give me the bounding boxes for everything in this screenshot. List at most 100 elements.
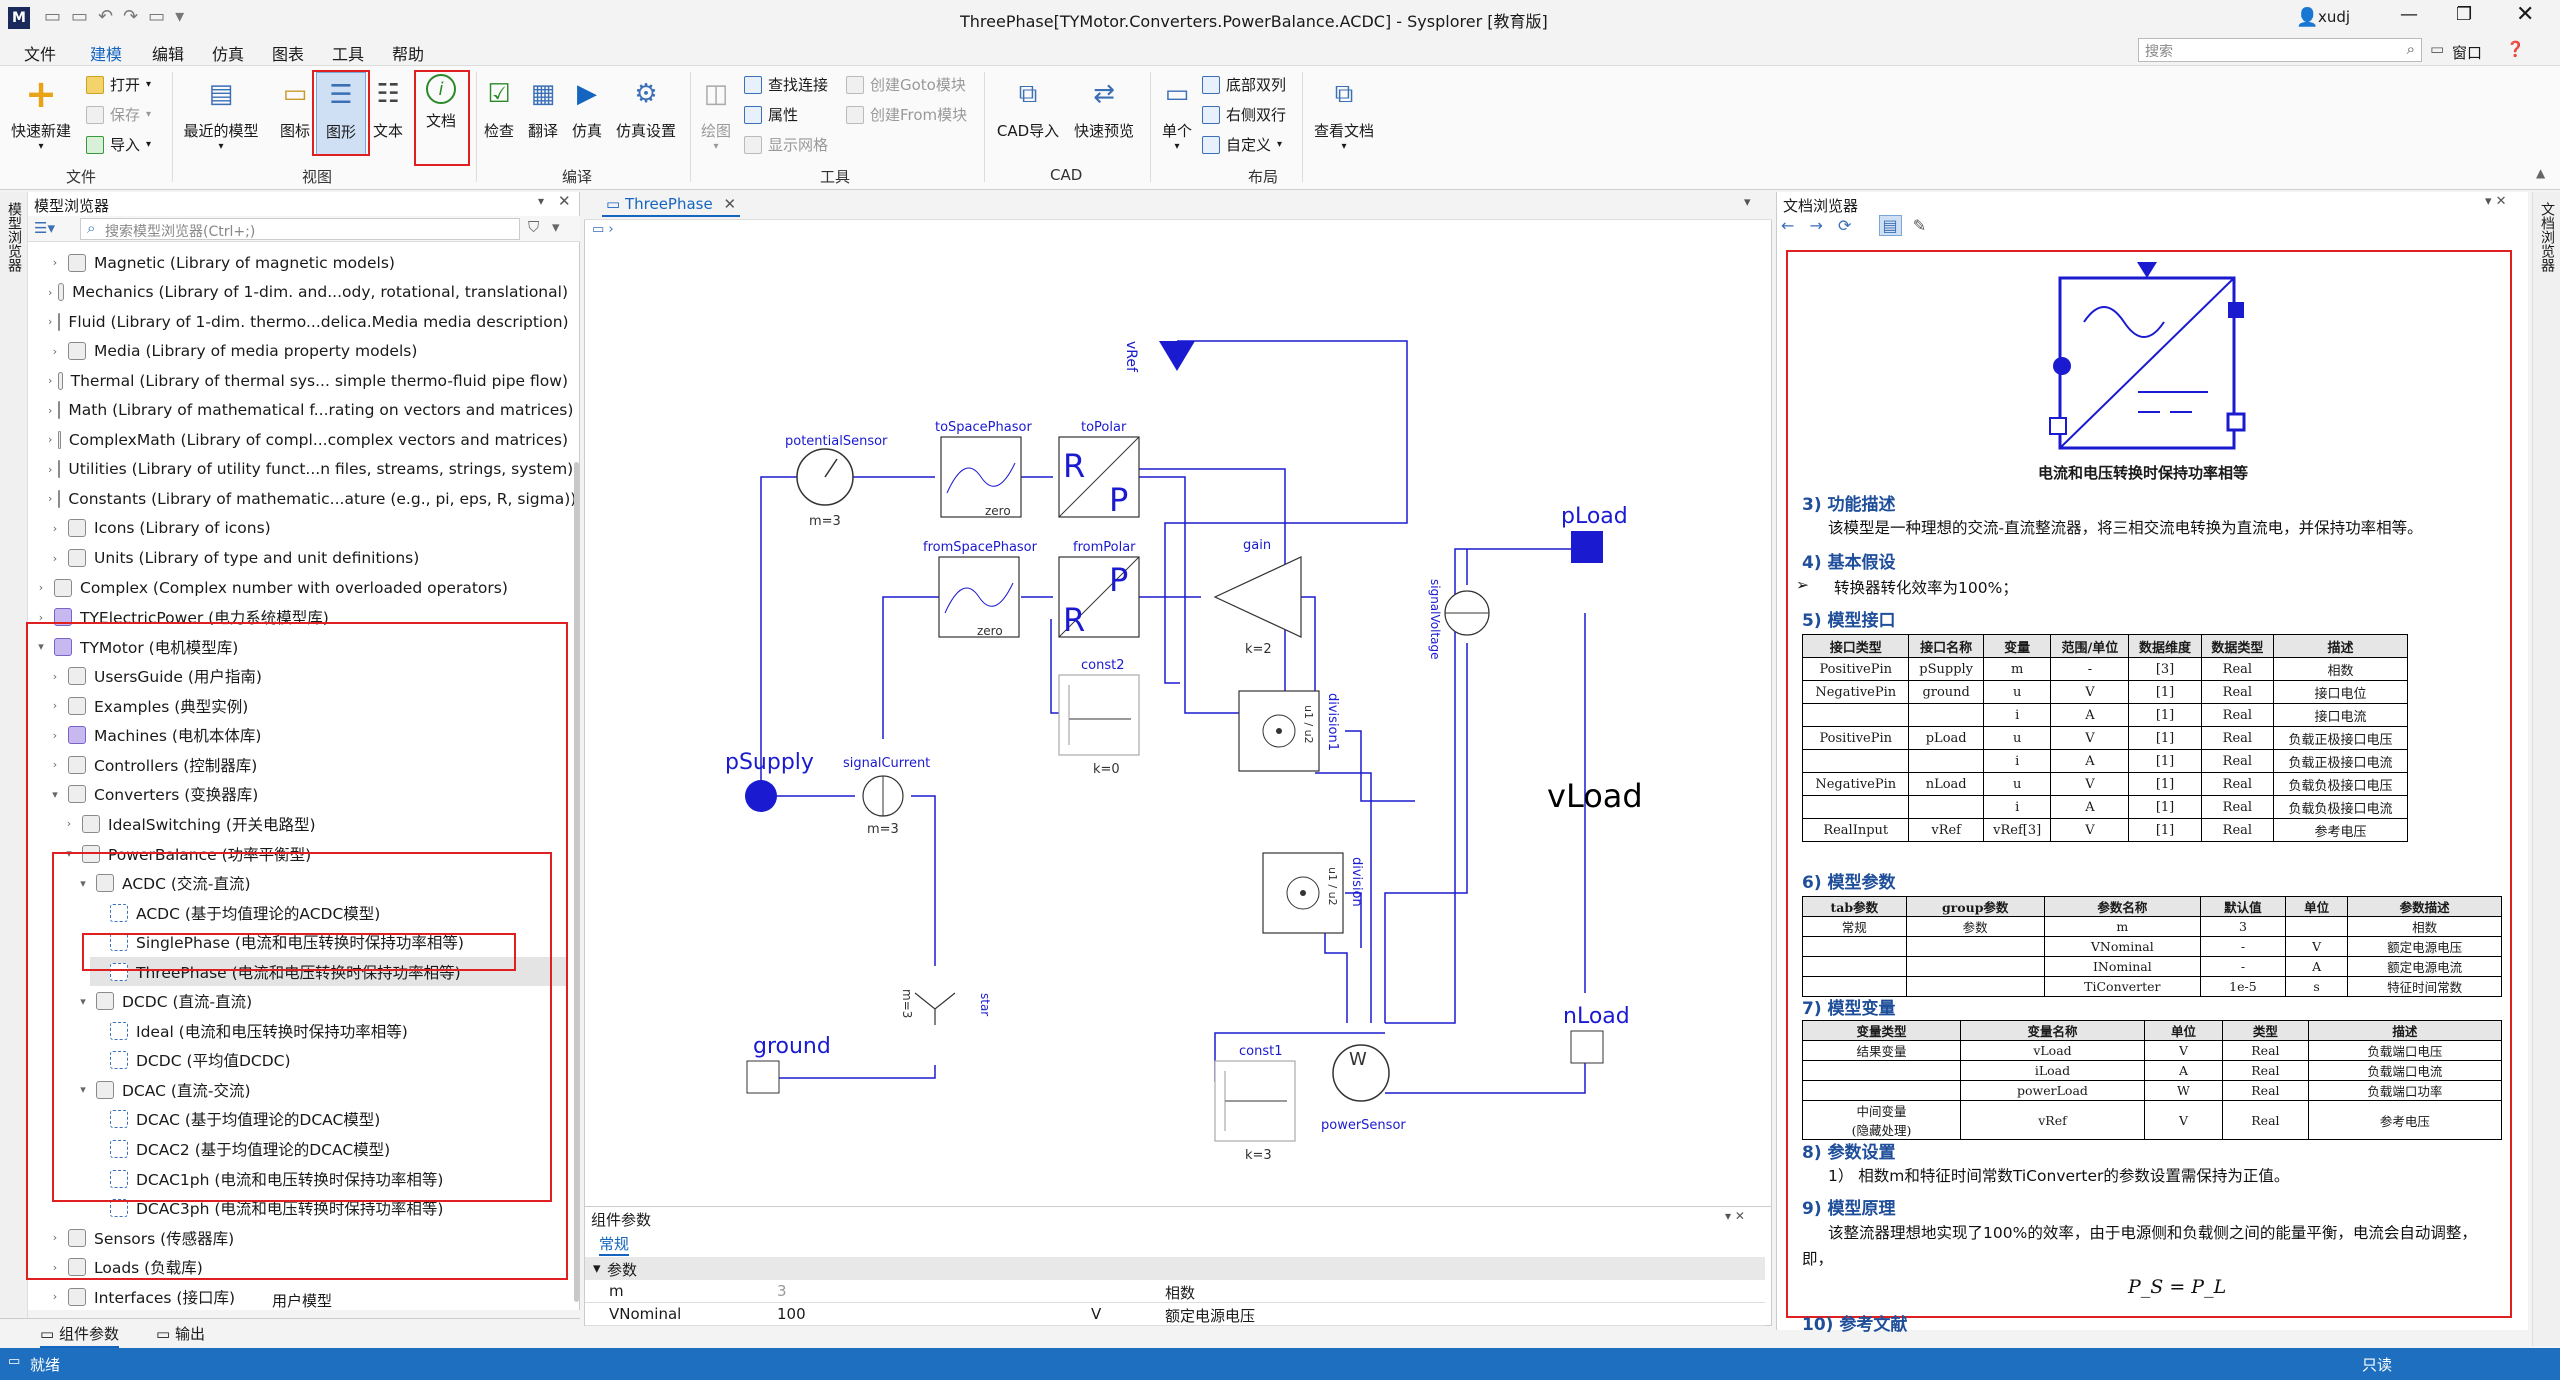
create-from-button[interactable]: 创建From模块 [846, 104, 967, 125]
tree-item[interactable]: ›Icons (Library of icons) [48, 514, 568, 543]
chevron-right-icon[interactable]: › [52, 256, 58, 269]
window-menu[interactable]: 窗口 [2452, 44, 2483, 62]
chevron-right-icon[interactable]: › [52, 1290, 58, 1304]
tree-item[interactable]: ›Math (Library of mathematical f...ratin… [48, 396, 573, 425]
tab-threephase[interactable]: ▭ ThreePhase ✕ [602, 195, 741, 217]
left-strip-label[interactable]: 模型浏览器 [6, 202, 22, 272]
collapse-ribbon-icon[interactable]: ▲ [2536, 166, 2546, 180]
params-tab-general[interactable]: 常规 [599, 1233, 630, 1256]
chevron-right-icon[interactable]: › [48, 374, 53, 388]
params-collapse-icon[interactable]: ▾ ✕ [1725, 1209, 1745, 1223]
user-icon[interactable]: 👤 [2296, 7, 2319, 28]
chevron-right-icon[interactable]: › [52, 521, 58, 535]
search-icon[interactable]: ⌕ [2406, 40, 2415, 58]
chevron-right-icon[interactable]: › [48, 462, 53, 476]
tree-item[interactable]: DCAC (基于均值理论的DCAC模型) [90, 1105, 568, 1134]
chevron-down-icon[interactable]: ▾ [38, 640, 44, 654]
tree-item[interactable]: SinglePhase (电流和电压转换时保持功率相等) [90, 928, 568, 957]
tree-item[interactable]: ▾TYMotor (电机模型库) [34, 632, 568, 661]
quick-preview-button[interactable]: ⇄ 快速预览 [1066, 74, 1142, 141]
tree-item[interactable]: ›Controllers (控制器库) [48, 750, 568, 779]
list-view-icon[interactable]: ☰▾ [34, 219, 55, 237]
tree-item[interactable]: DCAC1ph (电流和电压转换时保持功率相等) [90, 1164, 568, 1193]
simulate-button[interactable]: ▶ 仿真 [562, 74, 612, 141]
tree-item[interactable]: ›Media (Library of media property models… [48, 337, 568, 366]
chevron-right-icon[interactable]: › [52, 728, 58, 742]
menu-chart[interactable]: 图表 [272, 45, 305, 64]
chevron-right-icon[interactable]: › [52, 1231, 58, 1245]
tree-item[interactable]: DCAC3ph (电流和电压转换时保持功率相等) [90, 1194, 568, 1223]
tree-item[interactable]: ▾DCDC (直流-直流) [76, 987, 568, 1016]
menu-edit[interactable]: 编辑 [152, 45, 185, 64]
single-layout-button[interactable]: ▭ 单个▾ [1152, 74, 1202, 152]
tab-output[interactable]: ▭ 输出 [156, 1325, 205, 1343]
chevron-right-icon[interactable]: › [38, 610, 44, 624]
more-tabs-icon[interactable]: ▾ [1744, 195, 1751, 210]
tree-item[interactable]: ›Units (Library of type and unit definit… [48, 544, 568, 573]
chevron-right-icon[interactable]: › [66, 817, 72, 831]
view-doc-button[interactable]: ⧉ 查看文档▾ [1306, 74, 1382, 153]
tree-item[interactable]: ACDC (基于均值理论的ACDC模型) [90, 898, 568, 927]
model-diagram[interactable]: vRef potentialSensor m=3 toSpacePhasor z… [585, 193, 1771, 1209]
tree-item[interactable]: ▾DCAC (直流-交流) [76, 1075, 568, 1104]
recent-models-button[interactable]: ▤ 最近的模型▾ [178, 74, 264, 152]
custom-layout-button[interactable]: 自定义▾ [1202, 134, 1282, 155]
quick-access-toolbar[interactable]: ▭▭↶↷▭▾ [44, 6, 195, 27]
sim-settings-button[interactable]: ⚙ 仿真设置 [608, 74, 684, 141]
tree-item[interactable]: ›ComplexMath (Library of compl...complex… [48, 425, 568, 454]
draw-button[interactable]: ◫ 绘图▾ [694, 74, 738, 152]
chevron-right-icon[interactable]: › [48, 492, 53, 506]
tree-item[interactable]: ›Interfaces (接口库) [48, 1282, 568, 1311]
chevron-down-icon[interactable]: ▾ [80, 876, 86, 890]
chevron-right-icon[interactable]: › [52, 344, 58, 358]
back-icon[interactable]: ← [1781, 216, 1795, 235]
menu-simulation[interactable]: 仿真 [212, 45, 245, 64]
right-dual-button[interactable]: 右侧双行 [1202, 104, 1286, 125]
tree-item[interactable]: ›Machines (电机本体库) [48, 721, 568, 750]
chevron-down-icon[interactable]: ▾ [80, 994, 86, 1008]
chevron-right-icon[interactable]: › [48, 433, 53, 447]
chevron-right-icon[interactable]: › [52, 551, 58, 565]
tab-component-params[interactable]: ▭ 组件参数 [40, 1323, 119, 1348]
open-button[interactable]: 打开▾ [86, 74, 151, 95]
param-row-vnominal[interactable]: VNominal 100 V 额定电源电压 [585, 1303, 1765, 1326]
edit-doc-icon[interactable]: ✎ [1912, 216, 1927, 235]
search-box[interactable]: 搜索 ⌕ [2138, 38, 2422, 62]
create-goto-button[interactable]: 创建Goto模块 [846, 74, 966, 95]
tree-item[interactable]: ›Complex (Complex number with overloaded… [34, 573, 568, 602]
tree-item[interactable]: ›Magnetic (Library of magnetic models) [48, 248, 568, 277]
import-button[interactable]: 导入▾ [86, 134, 151, 155]
chevron-right-icon[interactable]: › [52, 699, 58, 713]
doc-panel-menu-icon[interactable]: ▾ ✕ [2485, 194, 2507, 209]
icon-view-button[interactable]: ▭ 图标 [272, 74, 318, 141]
text-view-button[interactable]: ☷ 文本 [366, 74, 410, 141]
doc-view-icon[interactable]: ▤ [1878, 215, 1902, 236]
menu-help[interactable]: 帮助 [392, 45, 425, 64]
tree-item[interactable]: ›Mechanics (Library of 1-dim. and...ody,… [48, 278, 568, 307]
chevron-down-icon[interactable]: ▾ [80, 1083, 86, 1097]
param-row-m[interactable]: m 3 相数 [585, 1280, 1765, 1303]
tree-item[interactable]: ›UsersGuide (用户指南) [48, 662, 568, 691]
more-icon[interactable]: ▾ [552, 218, 560, 236]
chevron-right-icon[interactable]: › [52, 1260, 58, 1274]
quick-new-button[interactable]: + 快速新建▾ [10, 72, 71, 152]
tree-item[interactable]: ›Examples (典型实例) [48, 691, 568, 720]
help-icon[interactable]: ❓ [2506, 40, 2525, 58]
minimize-button[interactable]: — [2400, 4, 2418, 25]
refresh-icon[interactable]: ⟳ [1838, 216, 1852, 235]
panel-menu-icon[interactable]: ▾ [538, 194, 545, 208]
translate-button[interactable]: ▦ 翻译 [518, 74, 568, 141]
tree-item[interactable]: ThreePhase (电流和电压转换时保持功率相等) [90, 957, 568, 987]
tree-item[interactable]: ›Utilities (Library of utility funct...n… [48, 455, 579, 484]
check-button[interactable]: ☑ 检查 [474, 74, 524, 141]
filter-icon[interactable]: ⛉ [528, 218, 540, 236]
tree-item[interactable]: ›Fluid (Library of 1-dim. thermo...delic… [48, 307, 569, 336]
user-models-tab[interactable]: 用户模型 [272, 1292, 333, 1310]
save-button[interactable]: 保存▾ [86, 104, 151, 125]
chevron-right-icon[interactable]: › [48, 285, 53, 299]
close-button[interactable]: ✕ [2516, 2, 2535, 27]
tree-item[interactable]: DCAC2 (基于均值理论的DCAC模型) [90, 1135, 568, 1164]
menu-file[interactable]: 文件 [24, 45, 57, 64]
tree-item[interactable]: ▾Converters (变换器库) [48, 780, 568, 809]
right-strip-label[interactable]: 文档浏览器 [2539, 202, 2555, 272]
